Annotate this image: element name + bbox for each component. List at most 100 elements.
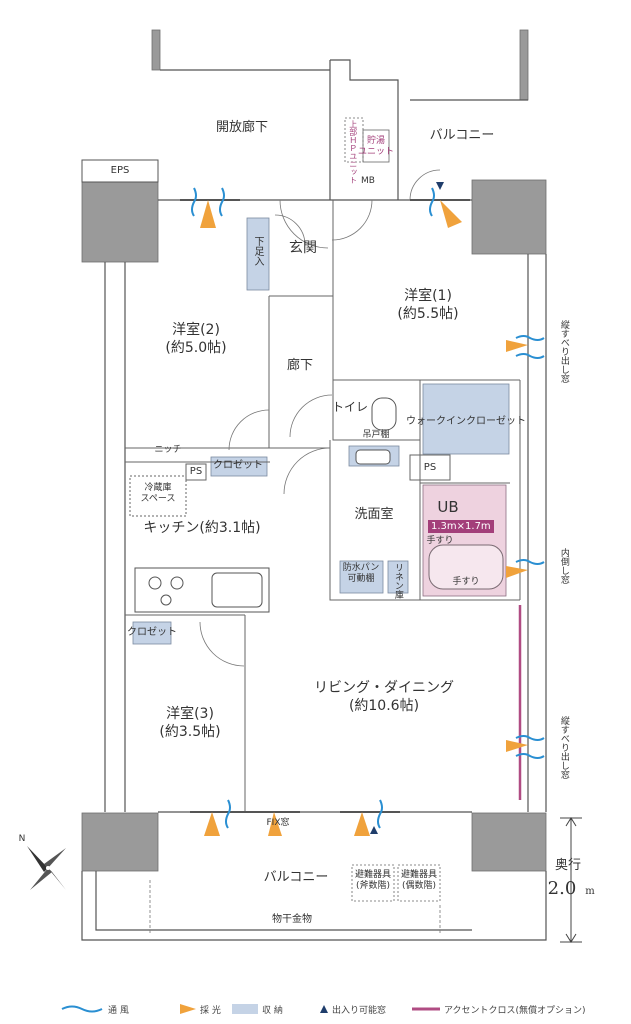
depth-arrow-top: [565, 817, 577, 827]
daylight-mark: [204, 812, 220, 836]
label-western-2: 洋室(2) (約5.0帖): [165, 322, 227, 356]
legend-light-icon: [180, 1004, 196, 1014]
toilet-bowl: [371, 397, 397, 431]
label-niche: ニッチ: [154, 445, 182, 455]
label-evac-1: 避難器具 (斧数階): [354, 870, 392, 892]
label-laundry-hanger: 物干金物: [272, 914, 312, 925]
wall-ps-kitchen: [185, 463, 207, 481]
wind-mark: [377, 799, 383, 829]
wind-mark: [429, 187, 435, 217]
legend-exit-window: 出入り可能窓: [332, 1006, 387, 1016]
door-toilet: [289, 394, 333, 438]
door-w3: [199, 621, 245, 667]
walk-in-closet-area: [422, 383, 510, 455]
eps-box: [81, 159, 159, 183]
label-shoe-storage: 下足入: [252, 236, 263, 266]
evac-box-2: [397, 864, 441, 902]
wind-mark: [515, 335, 545, 341]
closet-3-area: [132, 621, 172, 645]
label-handrail-2: 手すり: [452, 577, 480, 587]
label-side-window-1: 縦すべり出し窓: [558, 320, 569, 383]
legend-daylight: 採 光: [200, 1006, 221, 1016]
label-eps: EPS: [110, 165, 130, 176]
label-ub: UB: [437, 498, 459, 516]
label-handrail-1: 手すり: [426, 536, 454, 546]
label-hanging-shelf: 吊戸棚: [362, 430, 390, 440]
label-depth-value: 2.0: [547, 878, 577, 899]
vanity-sink: [355, 449, 391, 465]
bathtub: [428, 544, 504, 590]
door-washroom: [283, 447, 331, 495]
label-side-window-2: 内倒し窓: [558, 548, 569, 584]
label-closet-3: クロゼット: [127, 627, 177, 638]
label-waterproof-pan: 防水パン 可動棚: [342, 563, 380, 585]
label-ps-1: PS: [189, 466, 203, 477]
legend-wind-icon: [61, 1005, 103, 1013]
wind-mark: [515, 735, 545, 741]
label-hallway: 廊下: [286, 358, 314, 373]
label-balcony-top: バルコニー: [429, 128, 495, 143]
label-ub-size: 1.3m×1.7m: [428, 520, 494, 533]
label-fix-window: FIX窓: [266, 818, 290, 828]
wind-mark: [515, 753, 545, 759]
waterproof-pan-area: [339, 560, 384, 594]
label-western-1: 洋室(1) (約5.5帖): [397, 288, 459, 322]
right-column-bottom: [471, 812, 547, 872]
sink: [211, 572, 263, 608]
label-open-corridor: 開放廊下: [215, 120, 269, 135]
legend-storage-icon: [232, 1004, 258, 1014]
evac-box-1: [351, 864, 395, 902]
top-wall-right: [519, 29, 529, 101]
wall-toilet: [332, 380, 421, 441]
label-linen: リネン庫: [392, 563, 403, 599]
stove-1: [148, 576, 162, 590]
mb-outline: [330, 59, 399, 200]
shoe-storage-area: [246, 217, 270, 291]
compass-rose: [27, 846, 66, 890]
label-washroom: 洗面室: [354, 507, 394, 522]
legend-accent-cloth: アクセントクロス(無償オプション): [444, 1006, 586, 1016]
balcony-bottom-inner: [95, 871, 472, 931]
label-walk-in-closet: ウォークインクローゼット: [406, 416, 526, 427]
linen-area: [387, 560, 409, 594]
label-evac-2: 避難器具 (偶数階): [400, 870, 438, 892]
label-kitchen: キッチン(約3.1帖): [143, 520, 261, 536]
exit-window-mark: [436, 182, 444, 190]
label-fridge-space: 冷蔵庫 スペース: [140, 483, 176, 505]
label-western-3: 洋室(3) (約3.5帖): [159, 706, 221, 740]
wind-mark: [219, 187, 225, 217]
door-entrance: [279, 199, 329, 249]
label-mb: MB: [361, 176, 375, 186]
door-balcony: [409, 169, 441, 201]
wind-mark: [515, 559, 545, 565]
stove-3: [160, 594, 172, 606]
label-closet-kitchen: クロゼット: [213, 460, 263, 471]
legend-ventilation: 通 風: [108, 1006, 129, 1016]
label-toilet: トイレ: [331, 400, 369, 414]
wind-mark: [191, 187, 197, 217]
balcony-bottom-outline: [81, 871, 547, 941]
label-compass-n: N: [18, 834, 26, 844]
fridge-box: [129, 475, 187, 517]
wall-ps: [409, 454, 451, 481]
depth-arrow-bottom: [565, 933, 577, 943]
stove-2: [170, 576, 184, 590]
label-ps-2: PS: [423, 462, 437, 473]
wind-mark: [225, 799, 231, 829]
label-entrance: 玄関: [289, 240, 317, 256]
legend-exit-icon: [320, 1005, 328, 1013]
legend-icons: [61, 1004, 440, 1014]
label-heat-pump: 上部ＨＰユニット: [348, 120, 358, 184]
daylight-mark: [506, 340, 528, 352]
label-depth: 奥行: [554, 858, 582, 873]
door-closet: [274, 214, 306, 246]
legend-storage: 収 納: [262, 1006, 283, 1016]
wall-washroom: [329, 440, 520, 601]
label-water-heater: 貯湯 ユニット: [357, 136, 395, 158]
label-side-window-3: 縦すべり出し窓: [558, 716, 569, 779]
daylight-mark: [354, 812, 370, 836]
water-heater-box: [362, 129, 390, 163]
left-column-bottom: [81, 812, 159, 872]
